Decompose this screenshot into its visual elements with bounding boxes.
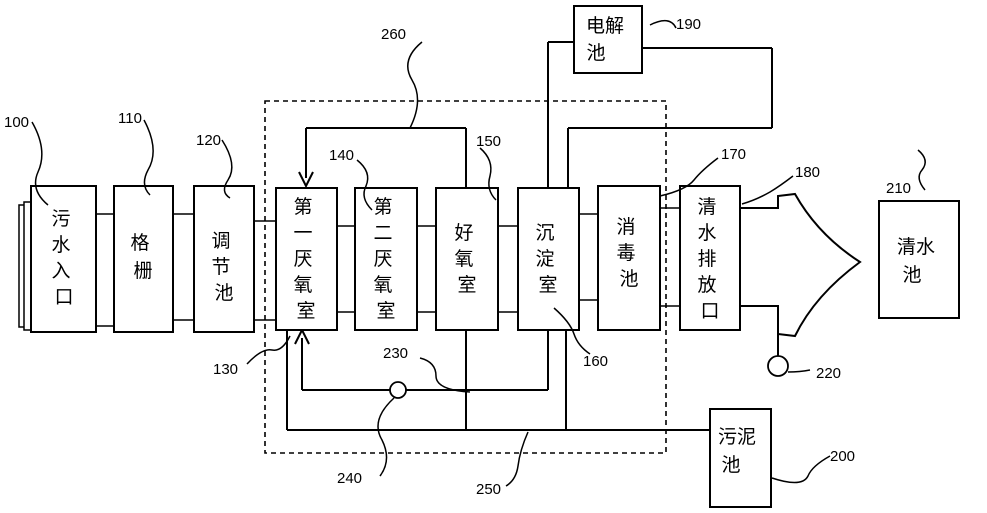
label-140-1: 第 (373, 196, 392, 218)
ref-130: 130 (213, 361, 238, 378)
label-120: 调 节 池 (211, 230, 236, 304)
box-120 (193, 185, 255, 333)
label-110-1: 格 (130, 232, 149, 254)
label-150: 好 氧 室 (454, 222, 479, 296)
label-200-1: 污泥 (718, 426, 756, 448)
label-150-1: 好 (454, 222, 473, 244)
unit-labels: 污 水 入 口 格 栅 调 节 池 第 一 厌 氧 室 第 二 厌 氧 室 (51, 15, 941, 476)
ref-240: 240 (337, 470, 362, 487)
label-130-5: 室 (296, 300, 315, 322)
main-flow-lines (96, 207, 680, 327)
label-180: 清 水 排 放 口 (697, 196, 722, 322)
label-180-5: 口 (700, 300, 719, 322)
box-160 (517, 187, 580, 331)
label-180-1: 清 (697, 196, 716, 218)
ref-100: 100 (4, 114, 29, 131)
ref-260: 260 (381, 26, 406, 43)
ref-140: 140 (329, 147, 354, 164)
inlet-stack-lines (18, 201, 31, 331)
label-130: 第 一 厌 氧 室 (293, 196, 318, 322)
box-100 (30, 185, 97, 333)
ref-170: 170 (721, 146, 746, 163)
label-160-1: 沉 (535, 222, 554, 244)
label-100-3: 入 (51, 260, 70, 282)
integrated-unit-boundary (264, 100, 667, 454)
label-150-2: 氧 (454, 248, 473, 270)
label-180-4: 放 (697, 274, 716, 296)
label-170: 消 毒 池 (616, 216, 641, 290)
label-150-3: 室 (457, 274, 476, 296)
box-130 (275, 187, 338, 331)
label-180-2: 水 (697, 222, 716, 244)
return-lines (286, 41, 779, 431)
ref-210: 210 (886, 180, 911, 197)
label-120-1: 调 (211, 230, 230, 252)
box-140 (354, 187, 418, 331)
discharge-arrow-icon (740, 192, 862, 338)
ref-160: 160 (583, 353, 608, 370)
label-120-3: 池 (214, 282, 233, 304)
box-200 (709, 408, 772, 508)
leader-lines (31, 19, 926, 487)
pump-240-icon (389, 381, 407, 399)
box-150 (435, 187, 499, 331)
label-130-4: 氧 (293, 274, 312, 296)
label-190-1: 电解 (586, 15, 624, 37)
label-140-2: 二 (373, 222, 392, 244)
box-190 (573, 5, 643, 74)
label-130-1: 第 (293, 196, 312, 218)
ref-190: 190 (676, 16, 701, 33)
label-130-3: 厌 (293, 248, 312, 270)
label-100-2: 水 (51, 234, 70, 256)
label-140-4: 氧 (373, 274, 392, 296)
label-160: 沉 淀 室 (535, 222, 560, 296)
box-180 (679, 185, 741, 331)
label-210-1: 清水 (897, 236, 935, 258)
label-180-3: 排 (697, 248, 716, 270)
label-110-2: 栅 (133, 260, 152, 282)
label-110: 格 栅 (130, 232, 155, 282)
label-210-2: 池 (902, 264, 921, 286)
label-100-4: 口 (54, 286, 73, 308)
box-110 (113, 185, 174, 333)
label-170-2: 毒 (616, 242, 635, 264)
box-170 (597, 185, 661, 331)
ref-120: 120 (196, 132, 221, 149)
label-210: 清水 池 (897, 236, 941, 286)
label-100: 污 水 入 口 (51, 208, 76, 308)
ref-150: 150 (476, 133, 501, 150)
label-120-2: 节 (211, 256, 230, 278)
label-200: 污泥 池 (718, 426, 762, 476)
unit-boxes (30, 5, 960, 508)
reference-numbers: 100 110 120 130 140 150 160 170 180 190 … (4, 16, 911, 498)
label-160-2: 淀 (535, 248, 554, 270)
ref-230: 230 (383, 345, 408, 362)
box-210 (878, 200, 960, 319)
label-140-5: 室 (376, 300, 395, 322)
label-130-2: 一 (293, 222, 312, 244)
label-160-3: 室 (538, 274, 557, 296)
ref-220: 220 (816, 365, 841, 382)
label-100-1: 污 (51, 208, 70, 230)
label-140-3: 厌 (373, 248, 392, 270)
label-170-1: 消 (616, 216, 635, 238)
ref-180: 180 (795, 164, 820, 181)
label-140: 第 二 厌 氧 室 (373, 196, 398, 322)
pump-220-icon (767, 355, 789, 377)
ref-250: 250 (476, 481, 501, 498)
ref-110: 110 (118, 110, 142, 127)
label-200-2: 池 (721, 454, 740, 476)
label-190: 电解 池 (586, 15, 630, 64)
label-190-2: 池 (586, 42, 605, 64)
ref-200: 200 (830, 448, 855, 465)
label-170-3: 池 (619, 268, 638, 290)
